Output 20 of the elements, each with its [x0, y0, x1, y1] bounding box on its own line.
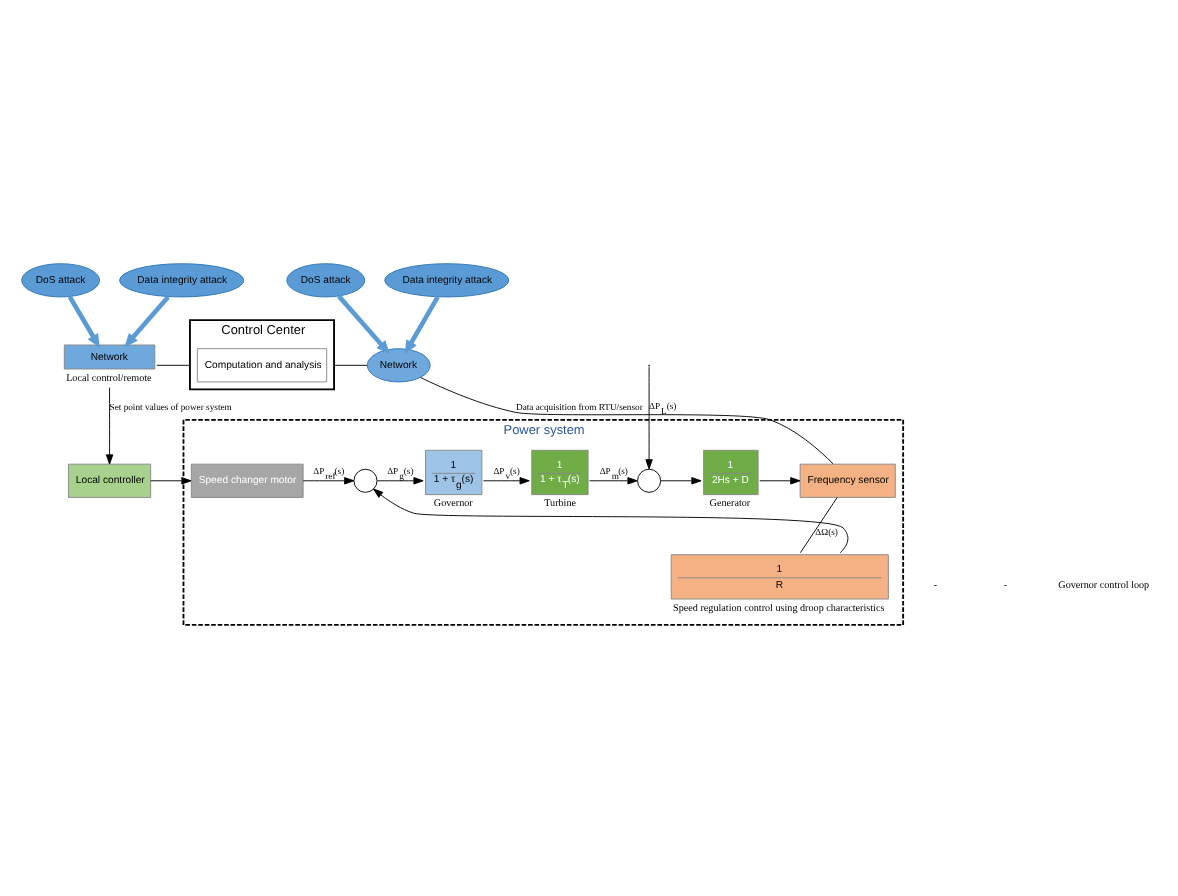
node-circle: [353, 468, 378, 493]
arrow: [645, 365, 653, 470]
arrow: [759, 477, 801, 485]
connector: [420, 377, 834, 465]
arrow: [376, 477, 424, 485]
arrow: [337, 294, 390, 355]
arrow: [482, 477, 530, 485]
arrow: [660, 477, 702, 485]
connector: [333, 364, 368, 366]
node-circle: [637, 468, 662, 493]
connector: [799, 497, 838, 554]
arrow: [302, 477, 355, 485]
arrow: [105, 387, 114, 465]
arrow: [150, 477, 192, 485]
arrow: [589, 477, 638, 485]
arrow: [124, 295, 170, 348]
connector: [156, 364, 191, 366]
arrow: [404, 295, 440, 355]
arrow: [67, 295, 100, 348]
arrow: [373, 488, 849, 554]
